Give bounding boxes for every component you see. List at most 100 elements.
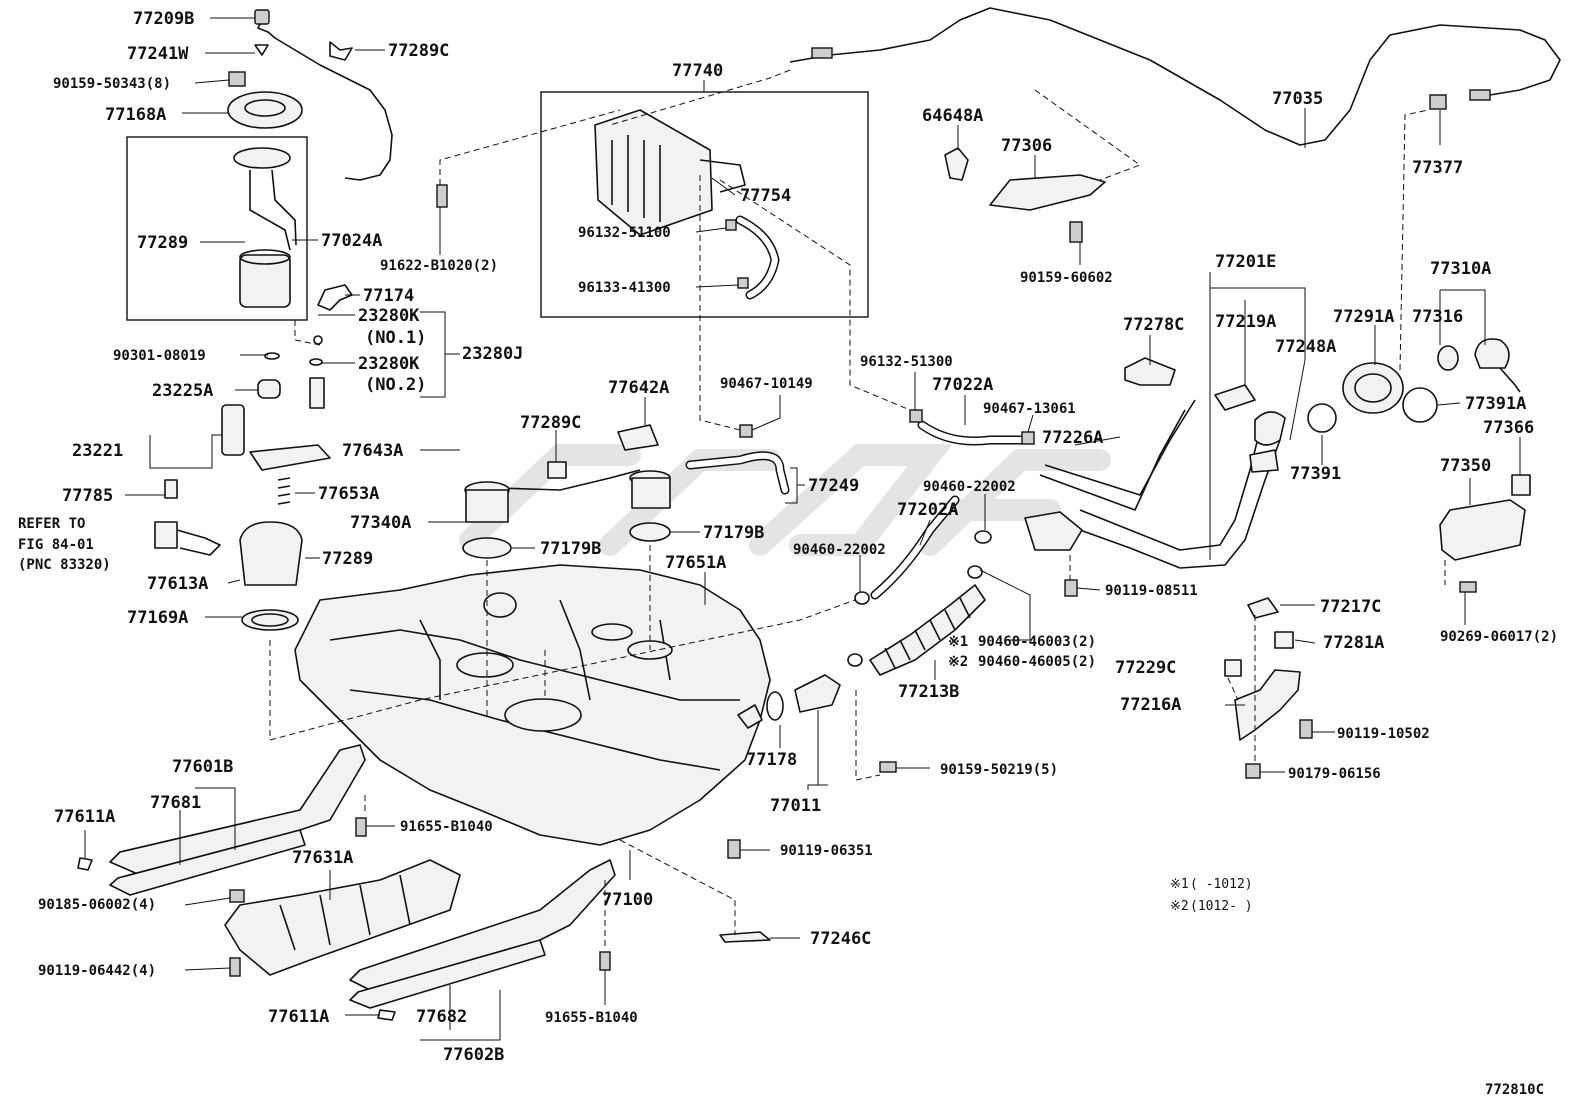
bolt-90119-06442 [229,957,241,977]
label-77642a: 77642A [608,378,669,398]
nut-90179 [1245,763,1261,779]
refer-line-2: FIG 84-01 [18,537,94,553]
label-23280j: 23280J [462,344,523,364]
label-77682: 77682 [416,1007,467,1027]
fuel-tank-77100 [294,564,771,846]
clamp-77281a [1274,631,1294,649]
clip-64648a [944,147,969,181]
connector-77209b [254,9,270,25]
label-77611a-top: 77611A [54,807,115,827]
leader-lines [84,17,1521,1041]
label-91622-b1020: 91622-B1020(2) [380,258,498,274]
clip-96133 [737,277,749,289]
clamp-90460-a [974,530,992,544]
band-77682 [349,939,546,1009]
filler-pipe [1079,429,1261,551]
label-77024a: 77024A [321,231,382,251]
label-77643a: 77643A [342,441,403,461]
label-90159-50219: 90159-50219(5) [940,762,1058,778]
label-90467-10149: 90467-10149 [720,376,813,392]
label-77681: 77681 [150,793,201,813]
label-23280k-1-note: (NO.1) [365,328,426,348]
label-77391a: 77391A [1465,394,1526,414]
clip-90467-13061 [1021,431,1035,445]
filler-neck-end [1024,511,1083,551]
label-77785: 77785 [62,486,113,506]
label-77216a: 77216A [1120,695,1181,715]
label-77011: 77011 [770,796,821,816]
label-77740: 77740 [672,61,723,81]
label-90119-08511: 90119-08511 [1105,583,1198,599]
grommet-77377 [1429,94,1447,110]
label-77209b: 77209B [133,9,194,29]
label-64648a: 64648A [922,106,983,126]
label-77651a: 77651A [665,553,726,573]
bolt-90269 [1459,581,1477,593]
reference-lines [269,69,1446,950]
label-90159-60602: 90159-60602 [1020,270,1113,286]
label-77340a: 77340A [350,513,411,533]
label-77631a: 77631A [292,848,353,868]
hose-77213b [869,584,986,676]
bracket-77174 [317,284,353,311]
label-77281a: 77281A [1323,633,1384,653]
label-23280k-1: 23280K [358,306,420,326]
bolt-90159-50219 [879,761,897,773]
clip-77366 [1511,474,1531,496]
label-77366: 77366 [1483,418,1534,438]
label-90301-08019: 90301-08019 [113,348,206,364]
label-77289c-mid: 77289C [520,413,581,433]
gasket-77169a [241,609,299,631]
label-23221: 23221 [72,441,123,461]
clamp-77217c [1247,597,1279,619]
label-77613a: 77613A [147,574,208,594]
label-91655-b1040-bottom: 91655-B1040 [545,1010,638,1026]
canister-group [540,91,869,318]
label-77229c: 77229C [1115,658,1176,678]
label-77174: 77174 [363,286,414,306]
refer-line-1: REFER TO [18,516,85,532]
note-1-mark: ※1 [948,634,968,650]
label-77179b-right: 77179B [703,523,764,543]
label-77179b-left: 77179B [540,539,601,559]
label-77291a: 77291A [1333,307,1394,327]
cap-77291a [1342,362,1404,414]
label-96132-51300: 96132-51300 [860,354,953,370]
label-90460-22002-a: 90460-22002 [923,479,1016,495]
bolt-90119-10502 [1299,719,1313,739]
refer-line-3: (PNC 83320) [18,557,111,573]
label-77035: 77035 [1272,89,1323,109]
label-90119-10502: 90119-10502 [1337,726,1430,742]
gasket-77168a [227,91,303,129]
bracket-77246c [719,931,771,943]
bracket-77306 [989,174,1106,211]
label-77289c-top: 77289C [388,41,449,61]
filter-77643a [249,444,331,471]
note-1-text: ( -1012) [1190,877,1253,892]
fuel-pump-group [126,9,393,631]
label-23280k-2: 23280K [358,354,420,374]
bolt-91622 [436,184,448,208]
valve-right-body [631,477,671,509]
label-90269-06017: 90269-06017(2) [1440,629,1558,645]
label-96133-41300: 96133-41300 [578,280,671,296]
bracket-77278c [1124,357,1176,386]
label-77226a: 77226A [1042,428,1103,448]
label-90185-06002: 90185-06002(4) [38,897,156,913]
label-77241w: 77241W [127,44,189,64]
label-77169a: 77169A [127,608,188,628]
label-90460-46005: 90460-46005(2) [978,654,1096,670]
charcoal-canister [594,109,713,236]
label-77168a: 77168A [105,105,166,125]
figure-code: 772810C [1485,1082,1544,1098]
clamp-77289c [329,41,353,61]
cable-77035 [789,7,1561,146]
bolt-90159 [228,71,246,87]
clip-77229c [1224,659,1242,677]
label-77219a: 77219A [1215,312,1276,332]
note-2-text: (1012- ) [1190,899,1253,914]
gasket-77179b-right [629,522,671,542]
fuel-door-77350 [1439,499,1526,561]
spring-77653a [277,477,291,505]
